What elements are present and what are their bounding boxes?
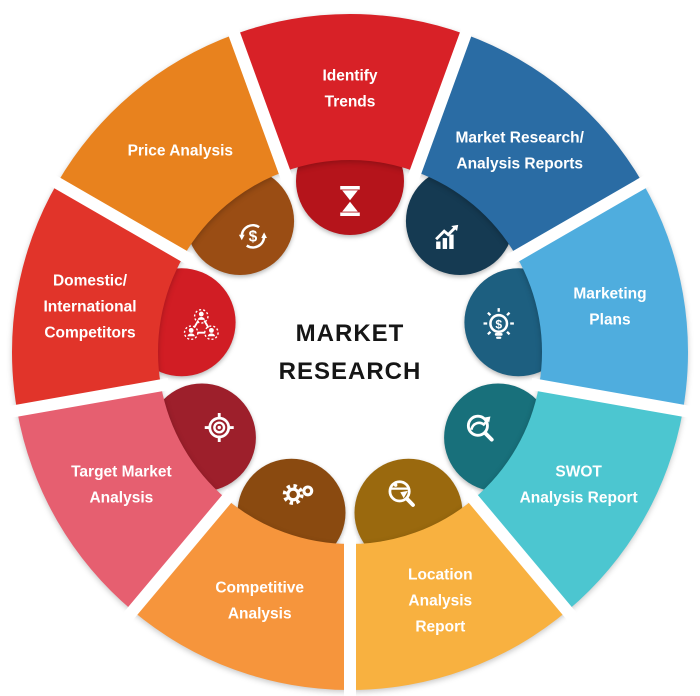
segment-label-location-analysis-report: Analysis xyxy=(408,593,472,610)
magnifier-arrow-icon xyxy=(466,414,494,442)
svg-text:$: $ xyxy=(249,229,258,246)
diagram-title-line2: RESEARCH xyxy=(279,358,422,385)
target-icon xyxy=(204,413,234,442)
segment-divider xyxy=(0,378,170,420)
segment-divider xyxy=(506,164,669,266)
segment-identify-trends xyxy=(234,13,466,172)
network-people-icon xyxy=(183,308,219,341)
segment-label-marketing-plans: Plans xyxy=(589,312,630,329)
growth-chart-icon xyxy=(435,224,459,249)
segment-label-location-analysis-report: Location xyxy=(408,567,473,584)
svg-text:$: $ xyxy=(495,317,502,331)
segment-marketing-plans xyxy=(516,183,689,411)
segment-label-location-analysis-report: Report xyxy=(415,619,465,636)
segment-divider xyxy=(463,489,589,635)
segment-label-price-analysis: Price Analysis xyxy=(128,142,233,159)
segment-divider xyxy=(219,7,293,182)
segment-price-analysis xyxy=(57,34,285,256)
segment-divider xyxy=(111,489,237,635)
globe-magnifier-icon xyxy=(388,480,415,507)
segment-market-research-analysis-reports xyxy=(415,34,643,256)
segment-label-identify-trends: Identify xyxy=(322,68,377,85)
segment-divider xyxy=(530,378,700,420)
segment-domestic-international-competitors xyxy=(11,183,184,411)
bulb-dollar-icon: $ xyxy=(483,308,514,339)
segment-label-market-research-analysis-reports: Market Research/ xyxy=(456,129,585,146)
segment-label-domestic-international-competitors: Competitors xyxy=(44,325,135,342)
segment-label-swot-analysis-report: Analysis Report xyxy=(520,490,638,507)
segment-label-swot-analysis-report: SWOT xyxy=(555,464,602,481)
segment-label-competitive-analysis: Analysis xyxy=(228,606,292,623)
segment-divider xyxy=(31,164,194,266)
hourglass-icon xyxy=(340,186,360,216)
segment-label-identify-trends: Trends xyxy=(325,94,376,111)
segment-label-market-research-analysis-reports: Analysis Reports xyxy=(456,155,583,172)
diagram-title-line1: MARKET xyxy=(296,320,405,347)
segment-label-domestic-international-competitors: International xyxy=(44,299,137,316)
segment-divider xyxy=(407,7,481,182)
dollar-refresh-icon: $ xyxy=(238,224,267,249)
segment-label-marketing-plans: Marketing xyxy=(573,286,646,303)
segment-label-target-market-analysis: Analysis xyxy=(89,490,153,507)
center-title: MARKET RESEARCH xyxy=(279,320,422,385)
segment-label-target-market-analysis: Target Market xyxy=(71,464,172,481)
segment-label-domestic-international-competitors: Domestic/ xyxy=(53,273,128,290)
gears-icon xyxy=(282,484,314,505)
segment-label-competitive-analysis: Competitive xyxy=(215,580,304,597)
